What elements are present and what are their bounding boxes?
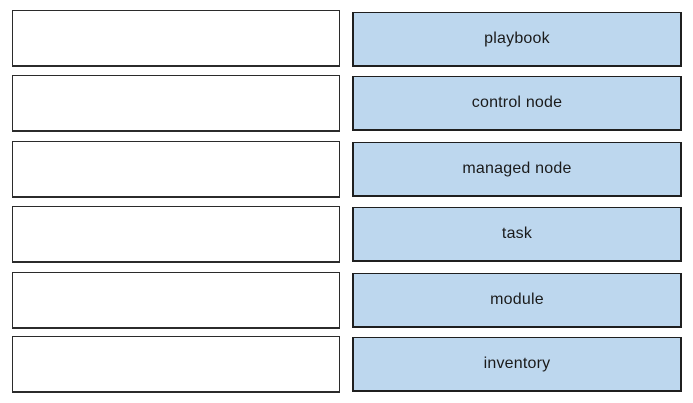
match-row: task xyxy=(0,206,693,263)
drag-item-inventory[interactable]: inventory xyxy=(352,337,682,392)
drop-target-3[interactable] xyxy=(12,141,340,198)
match-row: module xyxy=(0,272,693,329)
drop-target-6[interactable] xyxy=(12,336,340,393)
match-row: managed node xyxy=(0,141,693,198)
match-row: playbook xyxy=(0,10,693,67)
drag-item-label: playbook xyxy=(484,30,550,47)
drag-item-label: task xyxy=(501,225,533,242)
drag-item-module[interactable]: module xyxy=(352,273,682,328)
drag-item-playbook[interactable]: playbook xyxy=(352,12,682,67)
match-row: control node xyxy=(0,75,693,132)
drag-item-managed-node[interactable]: managed node xyxy=(352,142,682,197)
drag-item-task[interactable]: task xyxy=(352,207,682,262)
drop-target-2[interactable] xyxy=(12,75,340,132)
drag-item-label: module xyxy=(490,291,544,308)
drop-target-5[interactable] xyxy=(12,272,340,329)
drag-item-label: control node xyxy=(471,94,563,111)
drop-target-1[interactable] xyxy=(12,10,340,67)
drag-item-label: managed node xyxy=(462,160,572,177)
match-row: inventory xyxy=(0,336,693,393)
drag-item-label: inventory xyxy=(483,355,551,372)
drag-item-control-node[interactable]: control node xyxy=(352,76,682,131)
drop-target-4[interactable] xyxy=(12,206,340,263)
